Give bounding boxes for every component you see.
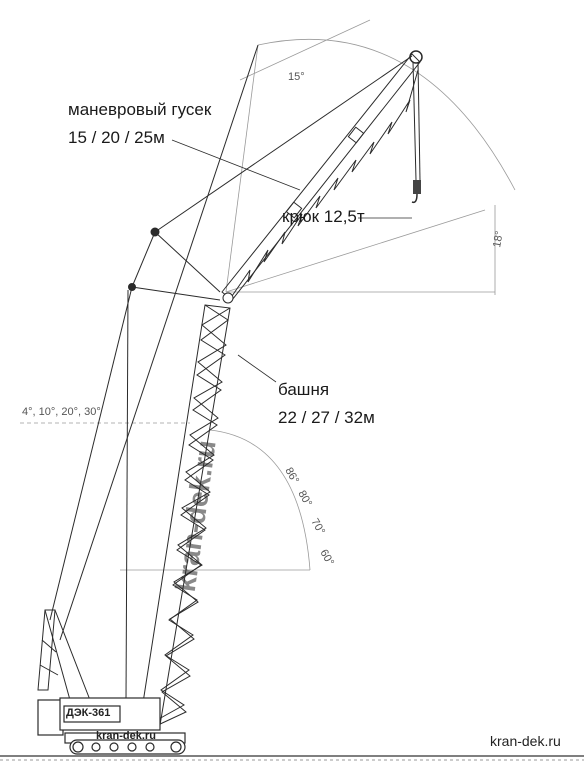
- jib-title: маневровый гусек: [68, 100, 212, 119]
- jib-lower-angle: 18°: [491, 230, 506, 248]
- mast-tilt-angles: 4°, 10°, 20°, 30°: [22, 406, 101, 418]
- jib-offset-angle: 15°: [288, 71, 305, 83]
- a-frame: [37, 609, 91, 701]
- tower-angle-60: 60°: [317, 548, 336, 568]
- leader-lines: [171, 139, 412, 383]
- cab-watermark: kran-dek.ru: [96, 730, 156, 742]
- hook-capacity: крюк 12,5т: [282, 207, 365, 226]
- tower-angle-70: 70°: [308, 517, 327, 537]
- stay-ropes: [49, 44, 413, 701]
- tower-lengths: 22 / 27 / 32м: [278, 408, 375, 427]
- tower-title: башня: [278, 380, 330, 399]
- ground: [0, 755, 584, 761]
- jib-lengths: 15 / 20 / 25м: [68, 128, 165, 147]
- corner-watermark[interactable]: kran-dek.ru: [490, 733, 561, 749]
- hook: [411, 61, 421, 204]
- model-plate: ДЭК-361: [66, 707, 111, 719]
- tower-angle-86: 86°: [282, 466, 301, 486]
- reach-guides: [20, 19, 516, 571]
- carbody: [37, 697, 186, 755]
